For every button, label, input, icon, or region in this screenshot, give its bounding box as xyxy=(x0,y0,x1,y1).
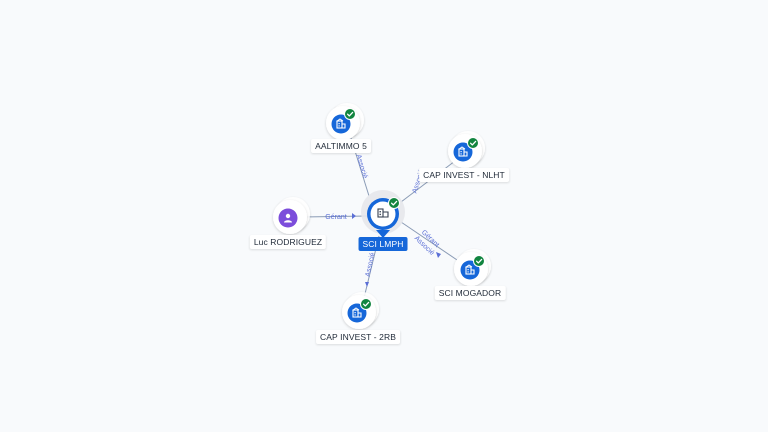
node-aaltimmo-5[interactable] xyxy=(326,103,364,140)
company-icon-bg xyxy=(460,260,480,280)
edge-arrow xyxy=(365,282,369,287)
node-label-luc-rodriguez[interactable]: Luc RODRIGUEZ xyxy=(249,235,327,249)
node-label-cap-invest-2rb[interactable]: CAP INVEST - 2RB xyxy=(316,330,400,344)
edge-gerant-luc: Gérant xyxy=(301,213,369,221)
pin-pointer xyxy=(376,230,390,238)
node-luc-rodriguez[interactable] xyxy=(273,197,310,234)
verified-badge xyxy=(467,137,479,149)
edge-gerant-associe-mogador: Gérant Associé xyxy=(400,221,464,265)
edge-label-gerant: Gérant xyxy=(325,214,346,221)
verified-badge xyxy=(388,197,400,209)
company-icon-bg xyxy=(331,114,351,134)
company-icon-bg xyxy=(453,142,473,162)
node-label-cap-invest-nlht[interactable]: CAP INVEST - NLHT xyxy=(419,168,509,182)
edge-arrow xyxy=(436,252,441,258)
node-cap-invest-2rb[interactable] xyxy=(342,292,379,329)
verified-badge xyxy=(473,255,485,267)
edge-arrow xyxy=(352,213,356,219)
node-label-sci-lmph[interactable]: SCI LMPH xyxy=(358,237,408,251)
edge-label-associe: Associé xyxy=(365,252,377,278)
verified-badge xyxy=(360,298,372,310)
node-label-aaltimmo-5[interactable]: AALTIMMO 5 xyxy=(311,139,371,153)
node-cap-invest-nlht[interactable] xyxy=(448,131,485,168)
node-label-sci-mogador[interactable]: SCI MOGADOR xyxy=(434,286,506,300)
building-icon xyxy=(377,208,384,218)
node-sci-lmph[interactable] xyxy=(361,190,405,238)
node-sci-mogador[interactable] xyxy=(454,249,491,286)
edge-label-associe: Associé xyxy=(355,154,369,180)
verified-badge xyxy=(344,108,356,120)
company-icon-bg xyxy=(347,303,367,323)
